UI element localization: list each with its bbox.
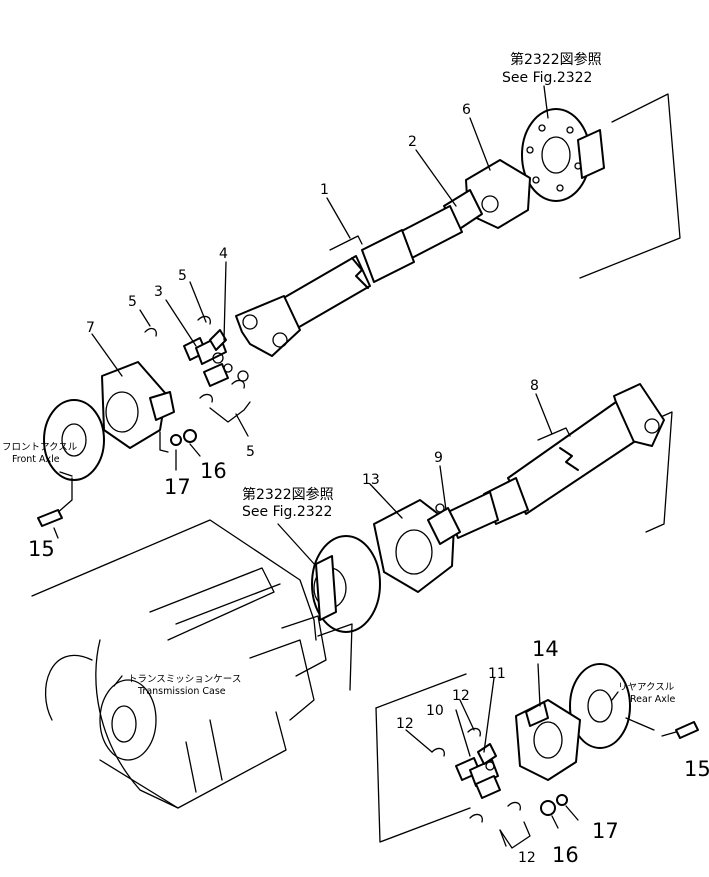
reference-mid-en: See Fig.2322 bbox=[242, 504, 332, 520]
caption-front-axle-jp: フロントアクスル bbox=[2, 442, 78, 453]
caption-transmission-en: Transmission Case bbox=[137, 686, 226, 697]
callout-2: 2 bbox=[408, 134, 417, 150]
callout-12-left: 12 bbox=[396, 716, 414, 732]
callout-8: 8 bbox=[530, 378, 539, 394]
callout-12-bottom: 12 bbox=[518, 850, 536, 866]
reference-top-en: See Fig.2322 bbox=[502, 70, 592, 86]
callout-11: 11 bbox=[488, 666, 506, 682]
callout-15-left: 15 bbox=[28, 537, 55, 561]
caption-rear-axle-en: Rear Axle bbox=[630, 694, 676, 705]
leader-lines bbox=[53, 85, 619, 847]
callout-4: 4 bbox=[219, 246, 228, 262]
callout-10: 10 bbox=[426, 703, 444, 719]
callout-7: 7 bbox=[86, 320, 95, 336]
callout-5-left: 5 bbox=[128, 294, 137, 310]
callout-3: 3 bbox=[154, 284, 163, 300]
callout-16-bottom: 16 bbox=[552, 843, 579, 867]
callout-17-top: 17 bbox=[164, 475, 191, 499]
callout-9: 9 bbox=[434, 450, 443, 466]
rear-drive-shaft-assembly bbox=[311, 383, 673, 633]
callout-13: 13 bbox=[362, 472, 380, 488]
transmission-case bbox=[31, 519, 353, 809]
caption-front-axle-en: Front Axle bbox=[12, 454, 60, 465]
callout-14: 14 bbox=[532, 637, 559, 661]
callout-5-top: 5 bbox=[178, 268, 187, 284]
callout-12-top: 12 bbox=[452, 688, 470, 704]
callout-17-bottom: 17 bbox=[592, 819, 619, 843]
callout-6: 6 bbox=[462, 102, 471, 118]
reference-top-jp: 第2322図参照 bbox=[510, 51, 602, 68]
callout-1: 1 bbox=[320, 182, 329, 198]
callout-15-right: 15 bbox=[684, 757, 709, 781]
callout-5-bottom: 5 bbox=[246, 444, 255, 460]
rear-axle-joint-kit bbox=[375, 663, 699, 849]
caption-transmission-jp: トランスミッションケース bbox=[128, 674, 241, 685]
universal-joint-spider-kit-front bbox=[144, 315, 251, 423]
front-drive-shaft-assembly bbox=[235, 93, 681, 357]
callout-16-top: 16 bbox=[200, 459, 227, 483]
reference-mid-jp: 第2322図参照 bbox=[242, 486, 334, 503]
caption-rear-axle-jp: リヤアクスル bbox=[618, 682, 675, 693]
front-axle-yoke bbox=[37, 361, 197, 527]
